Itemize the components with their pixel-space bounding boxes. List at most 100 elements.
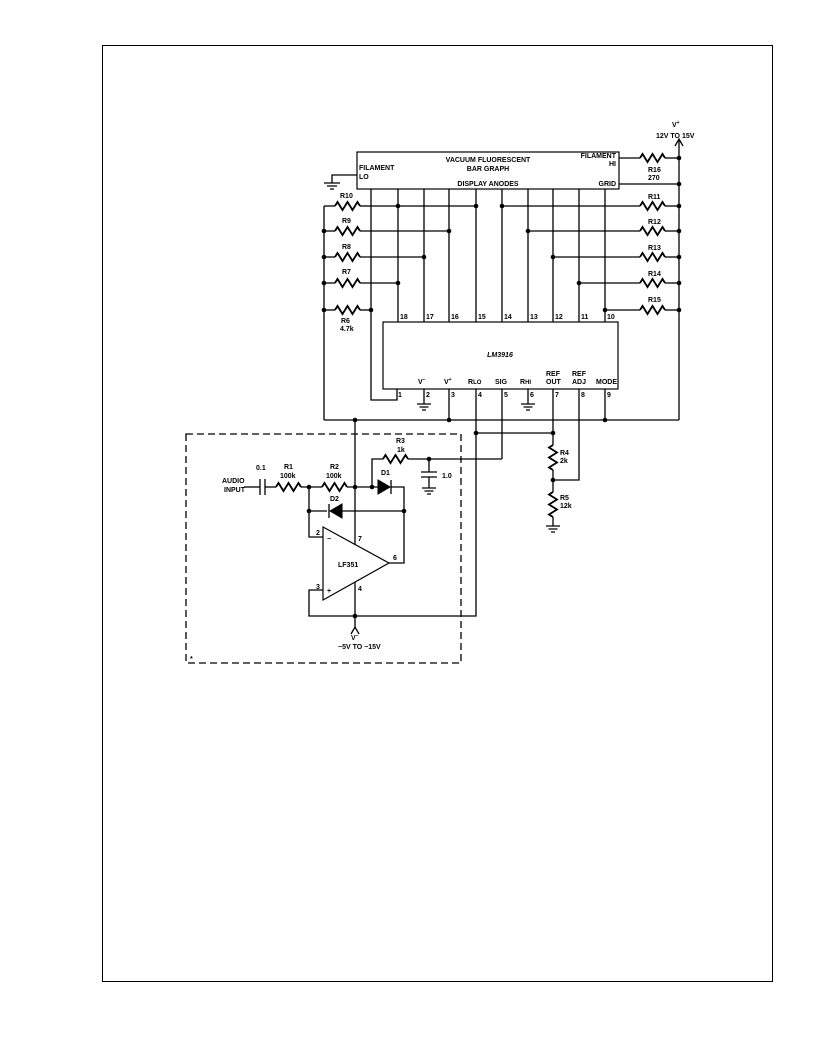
r4-resistor-group: R4 2k xyxy=(547,433,569,483)
r12-resistor-group: R12 xyxy=(525,219,682,237)
r3-value: 1k xyxy=(397,447,405,454)
r6-value: 4.7k xyxy=(340,326,354,333)
vminus-arrow xyxy=(350,625,360,635)
opamp-inv-input-wire xyxy=(308,511,323,538)
page-border xyxy=(102,45,773,982)
vplus-arrow xyxy=(674,137,684,147)
pin-10-label: 10 xyxy=(607,314,615,321)
pin-17-label: 17 xyxy=(426,314,434,321)
lm3916-top-pin-labels: 18 17 16 15 14 13 12 11 10 xyxy=(400,314,615,321)
r1-resistor-group: R1 100k xyxy=(275,464,302,493)
pin-3-label: 3 xyxy=(451,392,455,399)
junction-grid xyxy=(676,181,682,187)
r14-resistor xyxy=(639,277,666,289)
r16-value: 270 xyxy=(648,175,660,182)
lf351-label: LF351 xyxy=(338,562,358,569)
r2-resistor xyxy=(321,481,348,493)
pin-11-label: 11 xyxy=(581,314,589,321)
r1-resistor xyxy=(275,481,302,493)
pin-9-label: 9 xyxy=(607,392,611,399)
vminus-pin-label: V− xyxy=(418,377,426,386)
rhi-pin-label: RHI xyxy=(520,379,531,386)
c-in-label: 0.1 xyxy=(256,465,266,472)
r9-resistor xyxy=(334,225,361,237)
r15-resistor-group: R15 xyxy=(602,297,682,316)
vf-display-box xyxy=(356,151,620,190)
vminus-range-label: −5V TO −15V xyxy=(338,644,381,651)
r11-resistor xyxy=(639,200,666,212)
grid-label: GRID xyxy=(599,181,617,188)
lm3916-function-labels: V− V+ RLO SIG RHI REF OUT REF ADJ MODE xyxy=(418,371,617,386)
r8-label: R8 xyxy=(342,244,351,251)
r4-value: 2k xyxy=(560,458,568,465)
opamp-pin6-label: 6 xyxy=(393,555,397,562)
r15-label: R15 xyxy=(648,297,661,304)
c-out-label: 1.0 xyxy=(442,473,452,480)
pin-12-label: 12 xyxy=(555,314,563,321)
ref-adj-label-2: ADJ xyxy=(572,379,586,386)
r10-label: R10 xyxy=(340,193,353,200)
r9-resistor-group: R9 xyxy=(321,218,452,237)
r4-label: R4 xyxy=(560,450,569,457)
pin-2-label: 2 xyxy=(426,392,430,399)
r5-resistor-group: R5 12k xyxy=(546,480,572,533)
r3-label: R3 xyxy=(396,438,405,445)
r7-resistor xyxy=(334,277,361,289)
opamp-pin3-label: 3 xyxy=(316,584,320,591)
r9-label: R9 xyxy=(342,218,351,225)
junction-r16 xyxy=(676,155,682,161)
r2-value: 100k xyxy=(326,473,342,480)
d1-label: D1 xyxy=(381,470,390,477)
r10-resistor xyxy=(334,200,361,212)
sig-pin-label: SIG xyxy=(495,379,508,386)
vplus-pin-label: V+ xyxy=(444,377,452,386)
audio-input-label-1: AUDIO xyxy=(222,478,245,485)
opamp-pin4-label: 4 xyxy=(358,586,362,593)
r13-resistor xyxy=(639,251,666,263)
vminus-label: V− xyxy=(351,633,359,642)
r6-resistor xyxy=(334,304,361,316)
r15-resistor xyxy=(639,304,666,316)
r5-resistor xyxy=(547,491,559,518)
r7-resistor-group: R7 xyxy=(321,269,401,289)
lm3916-name: LM3916 xyxy=(487,352,513,359)
ground-r5 xyxy=(546,525,560,533)
opamp-minus-sign: − xyxy=(327,536,331,543)
pin-14-label: 14 xyxy=(504,314,512,321)
d2-label: D2 xyxy=(330,496,339,503)
r11-label: R11 xyxy=(648,194,661,201)
r1-label: R1 xyxy=(284,464,293,471)
lf351-opamp: LF351 − + 2 3 7 4 6 xyxy=(316,525,397,602)
anode-wires xyxy=(370,189,606,322)
rlo-pin-label: RLO xyxy=(468,379,482,386)
r13-label: R13 xyxy=(648,245,661,252)
opamp-noninv-input-wire xyxy=(308,589,355,617)
filament-lo-label-2: LO xyxy=(359,174,369,181)
display-anodes-label: DISPLAY ANODES xyxy=(457,181,519,188)
r3-resistor xyxy=(382,453,409,465)
lm3916-bottom-wiring xyxy=(324,310,679,617)
r16-resistor xyxy=(639,152,666,164)
r16-label: R16 xyxy=(648,167,661,174)
filament-lo-label-1: FILAMENT xyxy=(359,165,395,172)
r2-resistor-group: R2 100k xyxy=(321,464,348,493)
r14-resistor-group: R14 xyxy=(576,271,682,289)
d2-diode: D2 xyxy=(328,496,343,519)
c-in-capacitor: 0.1 xyxy=(256,465,266,495)
r4-resistor xyxy=(547,444,559,471)
pin-8-label: 8 xyxy=(581,392,585,399)
audio-input-label-2: INPUT xyxy=(224,487,246,494)
pin-15-label: 15 xyxy=(478,314,486,321)
r5-label: R5 xyxy=(560,495,569,502)
pin-7-label: 7 xyxy=(555,392,559,399)
filament-hi-label-1: FILAMENT xyxy=(581,153,617,160)
lm3916-bottom-pin-labels: 1 2 3 4 5 6 7 8 9 xyxy=(398,392,611,399)
d2-wire-left xyxy=(308,487,327,512)
mode-pin-label: MODE xyxy=(596,379,617,386)
vplus-label: V+ xyxy=(672,120,680,129)
pin-13-label: 13 xyxy=(530,314,538,321)
r8-resistor xyxy=(334,251,361,263)
c-out-capacitor: 1.0 xyxy=(421,459,452,495)
opamp-plus-sign: + xyxy=(327,588,331,595)
